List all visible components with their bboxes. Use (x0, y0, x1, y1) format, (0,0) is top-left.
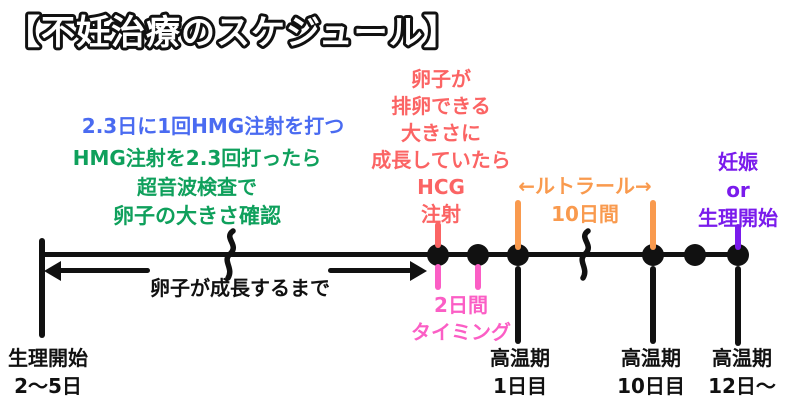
luteal-note-line1: ←ルトラール→ (518, 174, 652, 198)
growth-arrow-left-shaft (58, 268, 150, 273)
growth-arrow-left-head (44, 261, 61, 281)
axis-label-high-temp-day12-line1: 高温期 (712, 346, 772, 370)
timeline-start-marker (39, 238, 45, 338)
outcome-note-line2: or (726, 178, 750, 202)
hmg-frequency-note: 2.3日に1回HMG注射を打つ (60, 110, 366, 139)
hcg-note-line1: 卵子が (411, 67, 471, 91)
page-title: 【不妊治療のスケジュール】 (3, 10, 461, 56)
time-break-icon-1 (224, 228, 236, 281)
hcg-pointer-tick (435, 222, 441, 248)
axis-label-high-temp-day12: 高温期 12日〜 (694, 344, 790, 400)
timing-tick-2 (475, 264, 481, 290)
hcg-injection-note: 卵子が 排卵できる 大きさに 成長していたら HCG 注射 (356, 66, 526, 228)
axis-label-high-temp-day12-line2: 12日〜 (708, 374, 776, 398)
ultrasound-note-line2: 超音波検査で (137, 175, 257, 199)
outcome-note: 妊娠 or 生理開始 (682, 148, 794, 232)
axis-label-high-temp-day10-line1: 高温期 (621, 346, 681, 370)
axis-label-cycle-start-line1: 生理開始 (8, 346, 88, 370)
event-dot-high-temp-day10 (642, 244, 664, 266)
ultrasound-note-line1: HMG注射を2.3回打ったら (72, 146, 322, 170)
axis-label-high-temp-day10: 高温期 10日目 (603, 344, 699, 400)
luteal-start-tick (515, 200, 521, 250)
drop-line-high-temp-day10 (650, 266, 656, 344)
axis-label-high-temp-day1: 高温期 1日目 (472, 344, 568, 400)
event-dot-high-temp-day11 (684, 244, 706, 266)
timing-note: 2日間 タイミング (401, 292, 521, 346)
event-dot-high-temp-day12 (727, 244, 749, 266)
timing-note-line2: タイミング (411, 320, 511, 344)
event-dot-hcg-day (427, 244, 449, 266)
ultrasound-note-line3: 卵子の大きさ確認 (113, 204, 281, 228)
axis-label-cycle-start-line2: 2〜5日 (14, 374, 82, 398)
timing-tick-1 (435, 264, 441, 290)
drop-line-high-temp-day1 (515, 266, 521, 344)
luteal-note-line2: 10日間 (551, 202, 619, 226)
axis-label-high-temp-day1-line1: 高温期 (490, 346, 550, 370)
ultrasound-check-note: HMG注射を2.3回打ったら 超音波検査で 卵子の大きさ確認 (47, 144, 347, 231)
growth-arrow-label: 卵子が成長するまで (150, 276, 330, 300)
drop-line-high-temp-day12 (735, 266, 741, 346)
page-title-text: 【不妊治療のスケジュール】 (6, 13, 459, 53)
outcome-pointer-tick (735, 224, 741, 250)
growth-arrow-right-shaft (328, 268, 412, 273)
time-break-icon-2 (579, 228, 591, 281)
hcg-note-line4: 成長していたら (371, 148, 511, 172)
hcg-note-line5: HCG (417, 175, 465, 199)
hcg-note-line3: 大きさに (401, 121, 481, 145)
hmg-frequency-text: 2.3日に1回HMG注射を打つ (81, 114, 345, 138)
axis-label-cycle-start: 生理開始 2〜5日 (0, 344, 96, 400)
outcome-note-line1: 妊娠 (718, 150, 758, 174)
hcg-note-line6: 注射 (421, 202, 461, 226)
luteal-end-tick (650, 200, 656, 250)
event-dot-timing-day2 (467, 244, 489, 266)
growth-arrow-right-head (410, 261, 427, 281)
luteal-medication-note: ←ルトラール→ 10日間 (505, 172, 665, 228)
timeline-axis (42, 252, 738, 257)
hcg-note-line2: 排卵できる (391, 94, 491, 118)
axis-label-high-temp-day1-line2: 1日目 (493, 374, 547, 398)
axis-label-high-temp-day10-line2: 10日目 (617, 374, 685, 398)
timing-note-line1: 2日間 (434, 293, 488, 317)
event-dot-high-temp-day1 (507, 244, 529, 266)
